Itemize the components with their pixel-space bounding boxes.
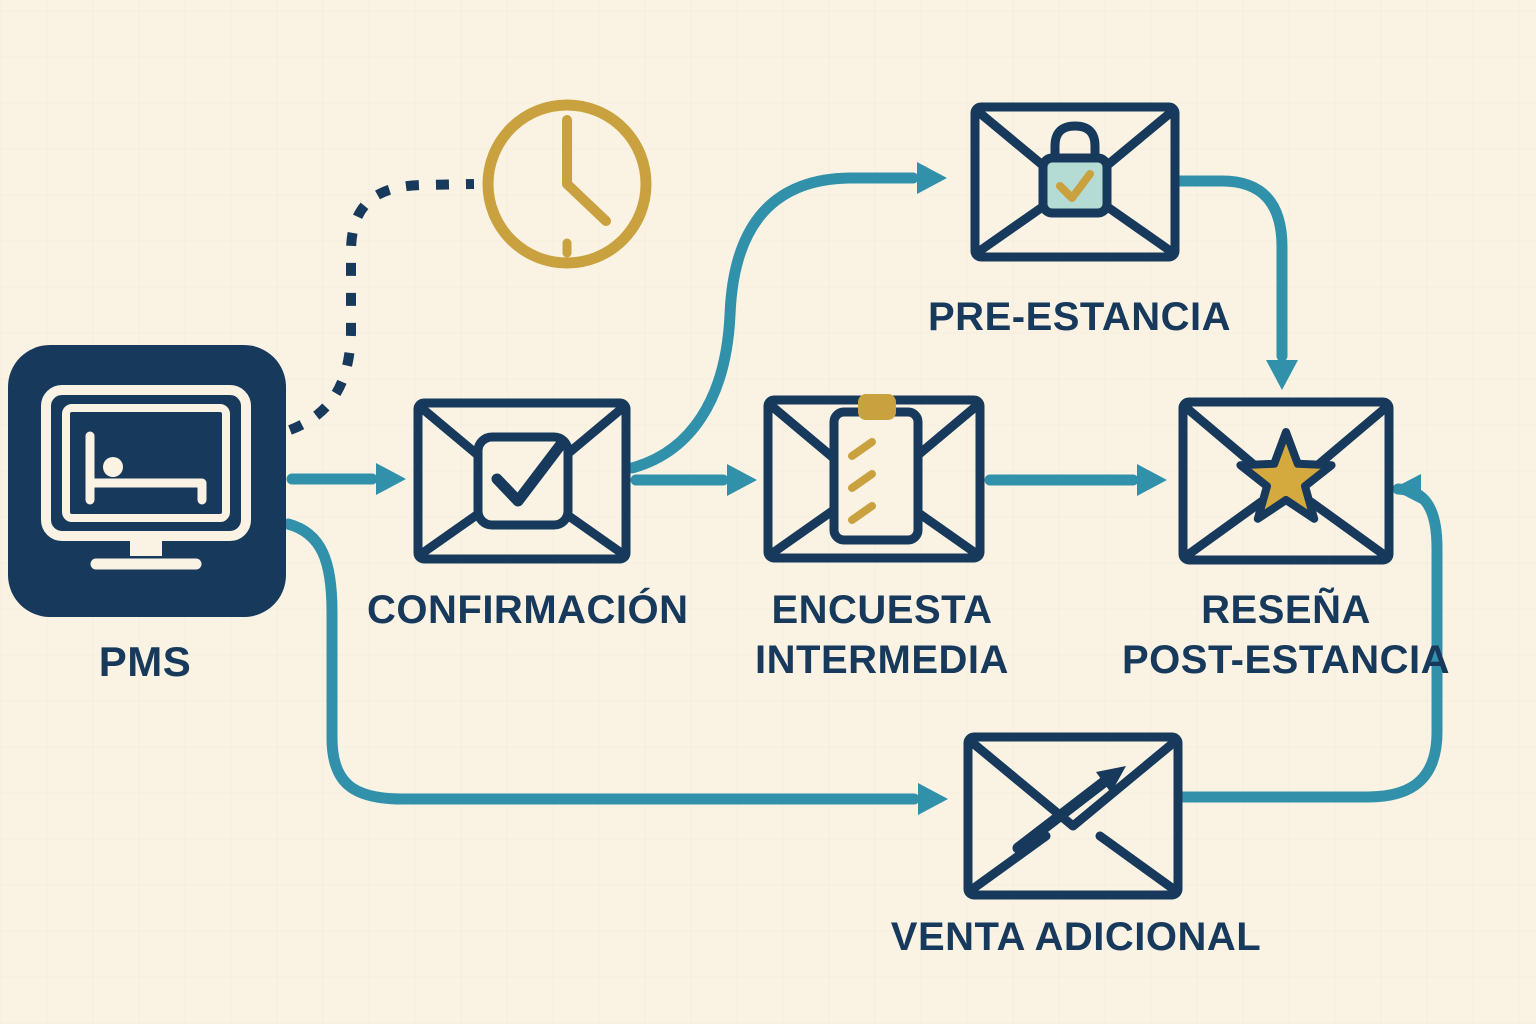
arrow-confirmacion-to-pre-estancia (626, 162, 947, 474)
encuesta-label-line1: ENCUESTA (771, 588, 993, 632)
dashed-trigger-connector (288, 179, 475, 435)
clock-icon (482, 99, 652, 269)
envelope-star-icon (1178, 397, 1394, 565)
envelope-upsell-arrow-icon (963, 732, 1183, 900)
encuesta-label: ENCUESTA INTERMEDIA (732, 585, 1032, 686)
arrow-confirmacion-to-encuesta (630, 464, 757, 496)
arrow-pms-to-venta (282, 518, 948, 815)
arrow-encuesta-to-resena (984, 464, 1167, 496)
resena-label: RESEÑA POST-ESTANCIA (1116, 585, 1456, 686)
encuesta-label-line2: INTERMEDIA (755, 638, 1009, 683)
resena-label-line2: POST-ESTANCIA (1121, 638, 1450, 683)
pms-node (8, 345, 286, 617)
pms-monitor-bed-icon (41, 385, 251, 570)
envelope-lock-icon (970, 102, 1180, 262)
arrow-pms-to-confirmacion (286, 463, 406, 495)
pre-estancia-label: PRE-ESTANCIA (928, 295, 1232, 339)
pms-label: PMS (98, 638, 192, 685)
resena-label-line1: RESEÑA (1201, 588, 1371, 632)
arrow-venta-to-resena (1176, 474, 1443, 803)
envelope-clipboard-icon (763, 394, 985, 563)
arrow-pre-estancia-to-resena (1173, 175, 1298, 390)
confirmacion-label: CONFIRMACIÓN (367, 588, 689, 632)
venta-label: VENTA ADICIONAL (890, 915, 1262, 959)
envelope-check-icon (413, 398, 631, 564)
